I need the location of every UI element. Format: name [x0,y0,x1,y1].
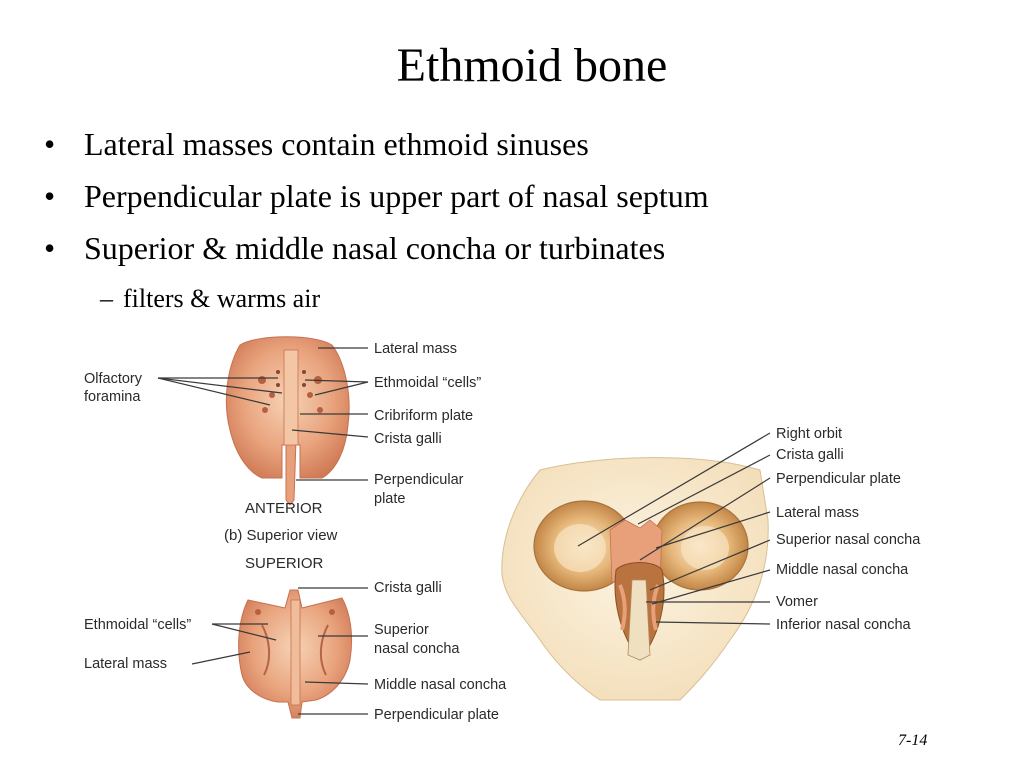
bullet-dot-icon: • [44,126,56,162]
slide-title: Ethmoid bone [396,39,668,92]
bullet-text: Lateral masses contain ethmoid sinuses [84,126,589,162]
label-ethmoidal-cells-2: Ethmoidal “cells” [84,617,191,633]
label-superior-nasal-concha: Superior nasal concha [776,532,921,548]
bullet-list: •Lateral masses contain ethmoid sinuses … [44,124,709,280]
label-crista-galli-3: Crista galli [776,447,844,463]
label-plate: plate [374,491,405,507]
caption-anterior: ANTERIOR [245,500,323,517]
label-ethmoidal-cells: Ethmoidal “cells” [374,375,481,391]
label-lateral-mass-2: Lateral mass [84,656,167,672]
label-perpendicular: Perpendicular [374,472,464,488]
anterior-view-bone [238,589,353,719]
sub-bullet: –filters & warms air [100,283,320,315]
skull-leaders [577,432,771,625]
label-crista-galli: Crista galli [374,431,442,447]
page-number: 7-14 [898,732,928,749]
label-nasal-concha: nasal concha [374,641,460,657]
bullet-item: • Lateral masses contain ethmoid sinuses [44,124,709,176]
label-superior: Superior [374,622,429,638]
label-right-orbit: Right orbit [776,426,842,442]
label-inferior-nasal-concha: Inferior nasal concha [776,617,912,633]
bullet-text: Perpendicular plate is upper part of nas… [84,178,709,214]
label-olfactory: Olfactory [84,371,143,387]
bullet-dot-icon: • [44,178,56,214]
label-vomer: Vomer [776,594,818,610]
label-perpendicular-plate-2: Perpendicular plate [776,471,901,487]
bullet-item: • Perpendicular plate is upper part of na… [44,176,709,228]
label-lateral-mass: Lateral mass [374,341,457,357]
label-cribriform-plate: Cribriform plate [374,408,473,424]
bullet-dot-icon: • [44,230,56,266]
superior-view-leaders [157,347,369,481]
skull-illustration [501,457,769,701]
label-middle-nasal-concha-2: Middle nasal concha [776,562,909,578]
superior-view-bone [225,336,350,506]
caption-superior: SUPERIOR [245,555,324,572]
sub-bullet-text: filters & warms air [123,284,321,313]
label-perpendicular-plate: Perpendicular plate [374,707,499,723]
label-crista-galli-2: Crista galli [374,580,442,596]
bullet-text: Superior & middle nasal concha or turbin… [84,230,666,266]
dash-icon: – [100,284,113,313]
anterior-view-leaders [191,587,369,715]
caption-superior-view: (b) Superior view [224,527,338,544]
label-lateral-mass-3: Lateral mass [776,505,859,521]
label-foramina: foramina [84,389,141,405]
bullet-item: • Superior & middle nasal concha or turbi… [44,228,709,280]
label-middle-nasal-concha: Middle nasal concha [374,677,507,693]
